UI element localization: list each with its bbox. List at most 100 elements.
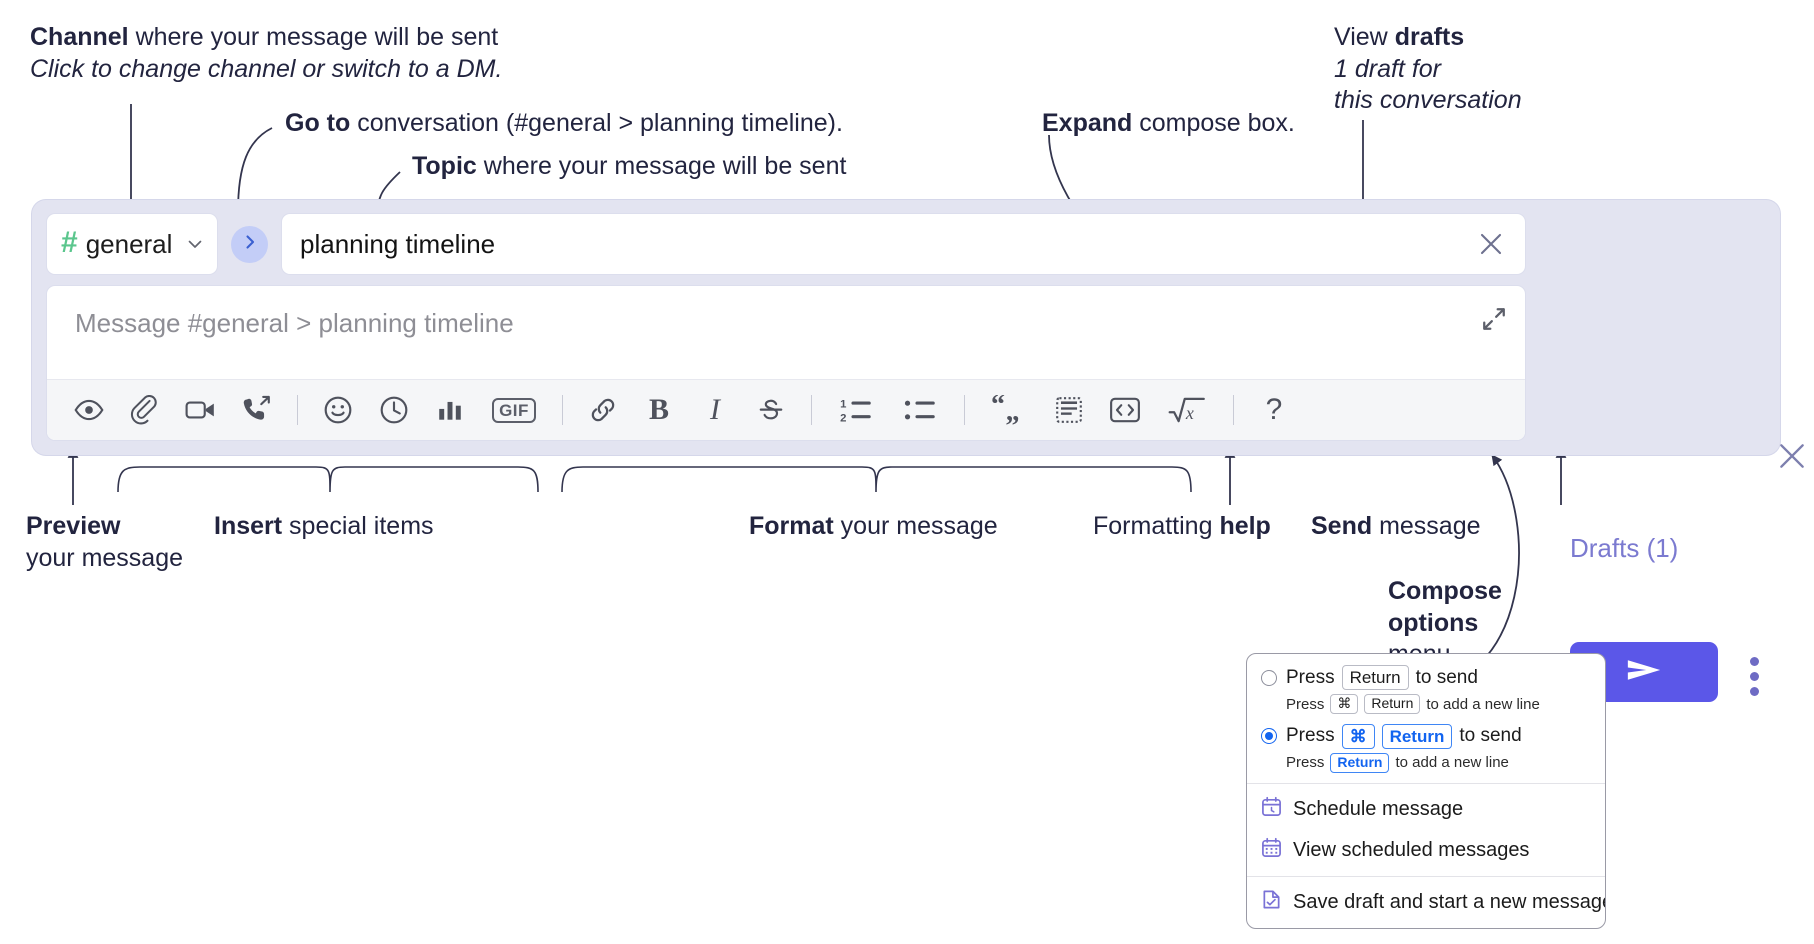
send-option-return[interactable]: Press Return to send [1247,663,1605,692]
annotation-format-bold: Format [749,512,834,540]
annotation-drafts-sub1: 1 draft for [1334,54,1441,83]
emoji-icon[interactable] [317,389,359,431]
bulleted-list-icon[interactable] [895,389,945,431]
annotation-topic: Topic where your message will be sent [412,151,846,183]
annotation-insert-rest: special items [282,512,434,540]
annotation-help-bold: help [1219,512,1271,540]
strikethrough-icon[interactable] [750,389,792,431]
option-pre-text: Press [1286,725,1335,747]
expand-diagonal-icon[interactable] [1475,300,1513,338]
italic-icon[interactable]: I [694,389,736,431]
separator [811,395,812,425]
send-options-section: Press Return to send Press ⌘ Return to a… [1247,654,1605,783]
annotation-help-pre: Formatting [1093,512,1220,540]
topic-field[interactable]: planning timeline [281,213,1526,275]
topic-value: planning timeline [300,228,496,259]
italic-label: I [710,393,720,426]
svg-text:1: 1 [840,399,846,411]
close-icon[interactable] [1772,436,1812,476]
menu-item-schedule-message[interactable]: Schedule message [1247,789,1605,830]
preview-icon[interactable] [68,389,110,431]
annotation-drafts-sub2: this conversation [1334,86,1522,114]
annotation-format: Format your message [749,511,998,543]
separator [297,395,298,425]
annotation-format-rest: your message [833,512,998,540]
annotation-expand: Expand compose box. [1042,108,1295,140]
annotation-goto-rest: conversation (#general > planning timeli… [350,109,843,137]
poll-icon[interactable] [429,389,471,431]
draft-section: Save draft and start a new message [1247,877,1605,928]
annotation-topic-bold: Topic [412,152,477,180]
drafts-link[interactable]: Drafts (1) [1570,533,1679,563]
option-sub-post: to add a new line [1395,754,1509,772]
send-option-cmd-return-label: Press ⌘ Return to send [1286,723,1522,749]
separator [562,395,563,425]
key-command: ⌘ [1330,694,1359,714]
annotation-insert: Insert special items [214,511,434,543]
annotation-preview: Preview your message [26,511,183,574]
channel-selector[interactable]: # general [46,213,218,275]
audio-call-icon[interactable] [236,389,278,431]
annotation-compose-line1: Compose [1388,577,1502,605]
annotation-preview-bold: Preview [26,512,121,540]
option-post-text: to send [1415,666,1478,688]
calendar-clock-icon [1261,796,1282,823]
annotation-preview-line2: your message [26,543,184,572]
annotation-channel-bold: Channel [30,23,129,51]
annotation-topic-rest: where your message will be sent [476,152,847,180]
send-option-cmd-return-sub: Press Return to add a new line [1247,751,1605,775]
menu-item-label: Save draft and start a new message [1293,890,1606,913]
annotation-expand-rest: compose box. [1132,109,1295,137]
radio-cmd-return[interactable] [1261,728,1277,745]
message-input-area[interactable]: Message #general > planning timeline [46,285,1526,441]
help-label: ? [1265,393,1283,426]
more-vertical-icon[interactable] [1737,655,1771,697]
kebab-dot [1749,656,1759,666]
code-block-icon[interactable] [1048,389,1090,431]
reminder-clock-icon[interactable] [373,389,415,431]
annotation-send-bold: Send [1311,512,1373,540]
channel-name: general [85,228,173,259]
blockquote-icon[interactable]: “„ [984,389,1034,431]
gif-icon[interactable]: GIF [485,389,543,431]
link-icon[interactable] [582,389,624,431]
math-icon[interactable]: x [1160,389,1214,431]
draft-check-icon [1261,889,1282,916]
key-return: Return [1381,723,1453,749]
annotation-goto-bold: Go to [285,109,351,137]
kebab-dot [1749,671,1759,681]
message-input-placeholder: Message #general > planning timeline [75,308,514,338]
menu-item-save-draft[interactable]: Save draft and start a new message [1247,882,1605,923]
attachment-icon[interactable] [124,389,166,431]
bold-icon[interactable]: B [638,389,680,431]
option-post-text: to send [1459,725,1522,747]
channel-row: # general planning timeline [46,213,1526,275]
annotation-send: Send message [1311,511,1481,543]
option-sub-pre: Press [1286,754,1325,772]
help-icon[interactable]: ? [1253,389,1295,431]
hash-icon: # [61,226,78,259]
svg-text:“: “ [991,395,1005,420]
go-to-conversation-button[interactable] [231,226,268,263]
close-icon[interactable] [1471,224,1511,264]
send-option-cmd-return[interactable]: Press ⌘ Return to send [1247,722,1605,751]
menu-divider [1247,782,1605,784]
annotation-drafts-pre: View [1334,23,1395,51]
key-return: Return [1341,665,1409,691]
annotation-channel: Channel where your message will be sent … [30,22,502,85]
menu-divider [1247,875,1605,877]
schedule-section: Schedule message View scheduled messages [1247,784,1605,876]
menu-item-view-scheduled-messages[interactable]: View scheduled messages [1247,830,1605,871]
compose-inner: # general planning timeline Message #gen… [46,213,1526,441]
inline-code-icon[interactable] [1104,389,1146,431]
compose-panel: # general planning timeline Message #gen… [32,200,1804,702]
annotation-drafts: View drafts 1 draft for this conversatio… [1334,22,1522,117]
radio-return[interactable] [1261,669,1277,686]
annotation-send-rest: message [1372,512,1481,540]
video-icon[interactable] [180,389,222,431]
kebab-dot [1749,686,1759,696]
separator [1233,395,1234,425]
chevron-down-icon [187,236,203,252]
